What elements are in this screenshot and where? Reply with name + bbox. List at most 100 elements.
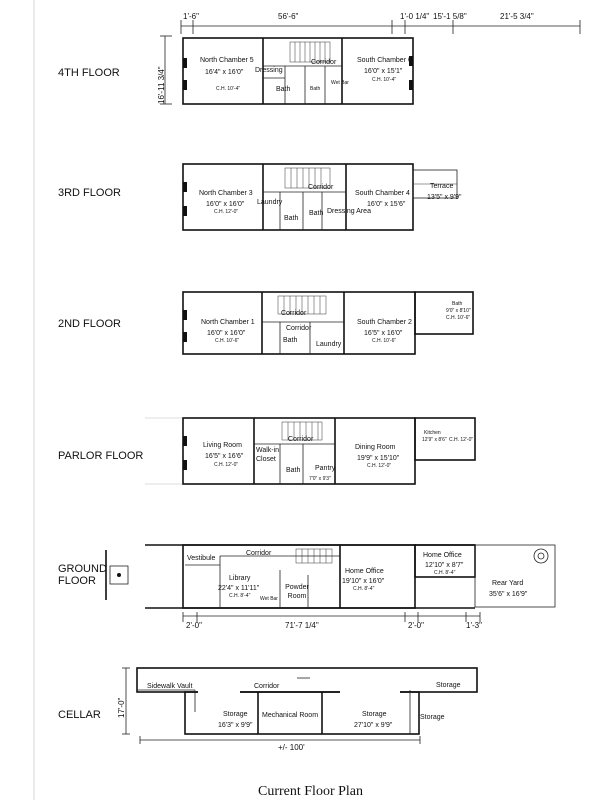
dim-depth: 16'-11 3/4" (157, 66, 166, 104)
dim-top-3: 1'-0 1/4" (400, 12, 429, 21)
room-storage-cellar-2: Storage (223, 711, 248, 718)
room-south-chamber-4-size: 16'0" x 15'6" (367, 201, 406, 208)
top-dimension-lines (160, 20, 581, 105)
room-bath-3b: Bath (309, 210, 324, 217)
room-home-office-1: Home Office (345, 568, 384, 575)
floor-label-ground-1: GROUND (58, 563, 107, 575)
room-south-chamber-2: South Chamber 2 (357, 319, 412, 326)
plan-title: Current Floor Plan (258, 784, 363, 799)
room-pantry: Pantry (315, 465, 336, 472)
room-north-chamber-3-size: 16'0" x 16'0" (206, 201, 245, 208)
room-corridor-2b: Corridor (286, 325, 312, 332)
room-dressing-area-3: Dressing Area (327, 208, 371, 215)
room-south-chamber-4: South Chamber 4 (355, 190, 410, 197)
dim-ground-4: 1'-3" (466, 621, 482, 630)
room-south-chamber-6-ch: C.H. 10'-4" (372, 77, 396, 83)
room-north-chamber-3-ch: C.H. 12'-0" (214, 209, 238, 215)
room-walk-in-closet-label: Walk-in Closet (256, 447, 280, 463)
room-bath-2b: Bath (452, 301, 463, 307)
room-laundry-2: Laundry (316, 341, 342, 348)
room-corridor-parlor: Corridor (288, 436, 314, 443)
room-rear-yard-size: 35'6" x 16'9" (489, 591, 528, 598)
room-terrace-3-size: 13'5" x 9'9" (427, 194, 462, 201)
room-living-room-size: 16'5" x 16'6" (205, 453, 244, 460)
room-rear-yard: Rear Yard (492, 580, 523, 587)
floor-label-3rd: 3RD FLOOR (58, 187, 121, 199)
floor-label-ground-2: FLOOR (58, 575, 96, 587)
room-home-office-1-ch: C.H. 8'-4" (353, 586, 375, 592)
room-dining-room-ch: C.H. 12'-0" (367, 463, 391, 469)
room-bath-2: Bath (283, 337, 298, 344)
dim-top-5: 21'-5 3/4" (500, 12, 534, 21)
room-home-office-2-size: 12'10" x 8'7" (425, 562, 464, 569)
room-living-room-ch: C.H. 12'-0" (214, 462, 238, 468)
dim-ground-2: 71'-7 1/4" (285, 621, 319, 630)
floor-label-2nd: 2ND FLOOR (58, 318, 121, 330)
room-bath-4b: Bath (310, 86, 321, 92)
room-storage-cellar-1: Storage (436, 682, 461, 689)
room-south-chamber-2-size: 16'5" x 16'0" (364, 330, 403, 337)
room-home-office-1-size: 19'10" x 16'0" (342, 578, 385, 585)
plan-cellar (122, 667, 478, 744)
room-kitchen: Kitchen (424, 430, 441, 436)
entry-stoop-symbol (105, 550, 129, 600)
room-wet-bar-ground: Wet Bar (260, 596, 278, 602)
room-kitchen-ch: C.H. 12'-0" (449, 437, 473, 443)
room-corridor-4: Corridor (311, 59, 337, 66)
room-bath-4a: Bath (276, 86, 291, 93)
plan-3rd-floor (182, 163, 458, 231)
room-north-chamber-1-size: 16'0" x 16'0" (207, 330, 246, 337)
plan-2nd-floor (182, 291, 474, 355)
room-sidewalk-vault: Sidewalk Vault (147, 683, 192, 690)
dim-ground-1: 2'-0" (186, 621, 202, 630)
room-dining-room: Dining Room (355, 444, 396, 451)
room-storage-cellar-4: Storage (420, 714, 445, 721)
floor-label-cellar: CELLAR (58, 709, 101, 721)
room-powder-room-label: Powder Room (285, 584, 309, 600)
room-corridor-ground: Corridor (246, 550, 272, 557)
room-storage-cellar-2-size: 16'3" x 9'9" (218, 722, 253, 729)
room-powder-room: Powder Room (285, 584, 309, 600)
room-home-office-2: Home Office (423, 552, 462, 559)
room-storage-cellar-3-size: 27'10" x 9'9" (354, 722, 393, 729)
room-south-chamber-6: South Chamber 6 (357, 57, 412, 64)
floor-label-parlor: PARLOR FLOOR (58, 450, 143, 462)
room-south-chamber-6-size: 16'0" x 15'1" (364, 68, 403, 75)
room-corridor-2a: Corridor (281, 310, 307, 317)
room-dining-room-size: 19'9" x 15'10" (357, 455, 400, 462)
room-kitchen-size: 12'9" x 8'6" (422, 437, 447, 443)
room-north-chamber-5-ch: C.H. 10'-4" (216, 86, 240, 92)
plan-parlor-floor (145, 417, 476, 485)
dim-top-4: 15'-1 5/8" (433, 12, 467, 21)
room-dressing-4: Dressing (255, 67, 283, 74)
room-bath-3a: Bath (284, 215, 299, 222)
room-library: Library (229, 575, 251, 582)
plan-4th-floor (182, 37, 414, 105)
room-north-chamber-5: North Chamber 5 (200, 57, 254, 64)
room-walk-in-closet: Walk-in Closet (256, 447, 280, 463)
room-library-size: 22'4" x 11'11" (218, 585, 260, 592)
room-library-ch: C.H. 8'-4" (229, 593, 251, 599)
floor-label-4th: 4TH FLOOR (58, 67, 120, 79)
room-storage-cellar-3: Storage (362, 711, 387, 718)
room-vestibule: Vestibule (187, 555, 216, 562)
dim-top-2: 56'-6" (278, 12, 299, 21)
room-bath-2b-ch: C.H. 10'-6" (446, 315, 470, 321)
room-corridor-cellar: Corridor (254, 683, 280, 690)
dim-top-1: 1'-6" (183, 12, 199, 21)
room-laundry-3: Laundry (257, 199, 283, 206)
plan-ground-floor (145, 544, 556, 622)
room-bath-2b-size: 9'0" x 8'10" (446, 308, 471, 314)
room-mechanical-room: Mechanical Room (262, 712, 318, 719)
room-north-chamber-1-ch: C.H. 10'-6" (215, 338, 239, 344)
dim-cellar-depth: 17'-0" (117, 697, 126, 718)
room-home-office-2-ch: C.H. 8'-4" (434, 570, 456, 576)
room-south-chamber-2-ch: C.H. 10'-6" (372, 338, 396, 344)
room-north-chamber-5-size: 16'4" x 16'0" (205, 69, 244, 76)
room-north-chamber-3: North Chamber 3 (199, 190, 253, 197)
room-living-room: Living Room (203, 442, 242, 449)
dim-cellar-length: +/- 100' (278, 743, 305, 752)
room-corridor-3: Corridor (308, 184, 334, 191)
room-pantry-size: 7'0" x 9'3" (309, 476, 331, 482)
